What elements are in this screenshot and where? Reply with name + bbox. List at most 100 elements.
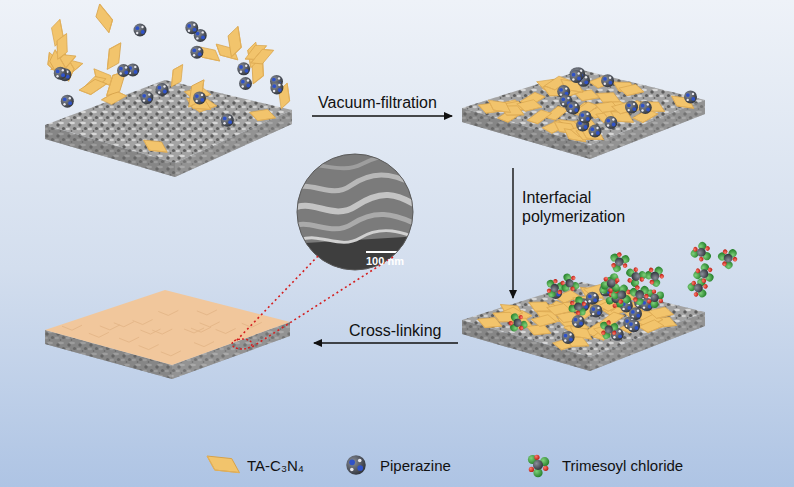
coating-edge [140,329,160,334]
piperazine-molecule [572,315,585,328]
piperazine-molecule [237,62,250,75]
process-arrow [314,342,458,343]
trimesoyl-chloride-molecule [607,249,632,274]
trimesoyl-chloride-molecule [597,317,621,340]
ta-c3n4-flake [78,76,109,98]
trimesoyl-chloride-molecule [689,239,716,265]
step-label: Interfacial polymerization [522,188,647,226]
coating-edge [100,325,120,330]
piperazine-molecule [586,292,599,305]
ta-c3n4-flake [588,75,614,90]
piperazine-molecule [117,64,130,77]
coating-edge [119,337,139,342]
ta-c3n4-flake [531,315,556,327]
coating-edge [62,325,82,330]
piperazine-molecule [221,114,234,127]
ta-c3n4-flake [226,26,243,58]
coating-edge [200,322,220,327]
trimesoyl-chloride-molecule [598,272,622,296]
coating-edge [194,342,214,347]
piperazine-molecule [190,46,203,59]
ta-c3n4-flake [639,98,666,116]
trimesoyl-chloride-molecule [505,310,529,334]
piperazine-molecule [140,91,153,104]
ta-c3n4-flake [141,136,170,156]
piperazine-molecule [562,331,575,344]
piperazine-molecule [639,101,652,114]
piperazine-molecule [567,102,580,115]
coating-edge [161,351,181,356]
coating-edge [184,328,204,333]
flake-icon [205,452,241,478]
piperazine-molecule [570,70,583,83]
step-label: Cross-linking [349,321,441,340]
substrate-slab [462,282,705,371]
piperazine-molecule [604,116,617,129]
zoom-line [236,256,318,341]
slab-top [462,70,705,145]
ta-c3n4-flake [638,319,665,334]
coating-edge [158,310,178,315]
ta-c3n4-flake [517,100,542,112]
coating-edge [139,345,159,350]
piperazine-molecule [193,91,206,104]
piperazine-molecule [590,304,603,317]
zoom-spot [232,339,252,349]
piperazine-molecule [134,24,147,37]
piperazine-molecule [579,110,592,123]
trimesoyl-chloride-icon [520,452,556,478]
piperazine-molecule [601,74,614,87]
coating-edge [114,322,134,327]
trimesoyl-chloride-molecule [557,271,580,295]
legend-item: Trimesoyl chloride [520,452,683,478]
trimesoyl-chloride-molecule [627,280,654,307]
sem-border [297,154,413,270]
ta-c3n4-flake [249,108,276,122]
substrate-slab [45,290,290,379]
piperazine-molecule [589,125,602,138]
coating-edge [152,329,172,334]
piperazine-molecule [61,95,74,108]
ta-c3n4-flake [184,76,209,110]
trimesoyl-chloride-molecule [692,261,719,287]
substrate-slab [45,80,292,177]
trimesoyl-chloride-molecule [715,244,742,271]
membrane-panels [43,2,742,379]
ta-c3n4-flake [53,32,71,61]
trimesoyl-chloride-molecule [646,289,664,308]
ta-c3n4-flake [648,307,673,319]
piperazine-molecule [684,90,697,103]
coating-edge [216,328,236,333]
ta-c3n4-flake [486,96,514,116]
ta-c3n4-flake [619,84,644,96]
ta-c3n4-flake [547,303,572,315]
slab-top [462,282,705,357]
legend-sample [528,455,549,478]
slab-top [45,80,292,163]
legend-text: Trimesoyl chloride [562,457,683,474]
legend-sample [346,455,366,475]
process-arrow [312,115,452,116]
piperazine-molecule [627,319,640,332]
piperazine-icon [338,452,374,478]
legend-text: Piperazine [380,457,451,474]
coating-texture [62,310,262,356]
legend-item: TA-C₃N₄ [205,452,304,478]
piperazine-molecule [185,21,198,34]
coating-edge [89,332,109,337]
piperazine-molecule [625,101,638,114]
piperazine-molecule [239,77,252,90]
process-arrow [512,168,513,298]
ta-c3n4-flake [248,44,276,69]
step-label: Vacuum-filtration [318,93,437,112]
coating-edge [197,310,217,315]
ta-c3n4-flake [92,2,117,35]
ta-c3n4-flake [168,62,187,89]
substrate-slab [462,70,705,159]
slab-top [45,290,290,365]
trimesoyl-chloride-molecule [568,295,588,316]
piperazine-molecule [270,82,283,95]
legend-text: TA-C₃N₄ [247,457,304,474]
legend-item: Piperazine [338,452,451,478]
